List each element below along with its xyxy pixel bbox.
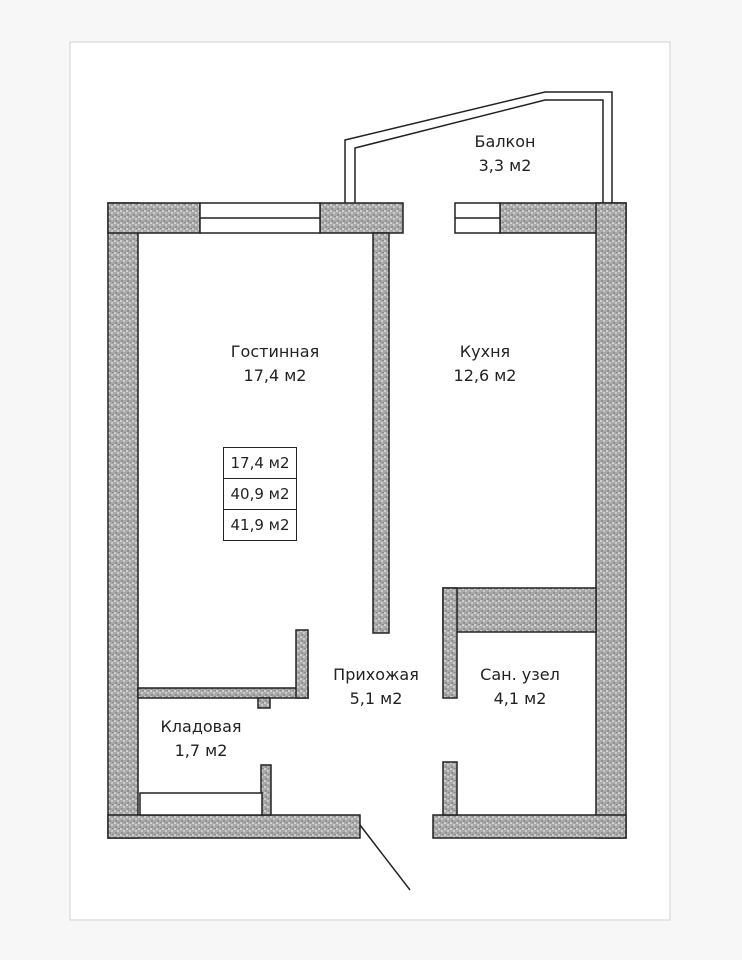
balcony-name: Балкон bbox=[474, 132, 536, 151]
storage-shelf bbox=[139, 792, 263, 816]
area-summary-box: 17,4 м2 40,9 м2 41,9 м2 bbox=[223, 447, 297, 541]
living-room-area: 17,4 м2 bbox=[243, 366, 307, 385]
living-bottom-partition bbox=[137, 687, 309, 699]
drawing-frame bbox=[69, 41, 671, 921]
bottom-wall-left bbox=[107, 814, 361, 839]
living-kitchen-partition bbox=[372, 232, 390, 634]
area-summary-with-balcony: 41,9 м2 bbox=[230, 516, 290, 534]
storage-area: 1,7 м2 bbox=[174, 741, 228, 760]
windows bbox=[199, 202, 501, 234]
storage-post bbox=[257, 697, 271, 709]
storage-door-jamb bbox=[260, 764, 272, 816]
storage-label: Кладовая 1,7 м2 bbox=[145, 715, 257, 763]
top-wall-left bbox=[107, 202, 201, 234]
entrance-door bbox=[359, 824, 411, 891]
kitchen-name: Кухня bbox=[459, 342, 511, 361]
living-room-label: Гостинная 17,4 м2 bbox=[210, 340, 340, 388]
bath-wall-upper bbox=[442, 587, 458, 699]
living-door-jamb bbox=[295, 629, 309, 699]
walls bbox=[107, 202, 627, 839]
kitchen-area: 12,6 м2 bbox=[453, 366, 517, 385]
left-wall bbox=[107, 202, 139, 839]
hall-label: Прихожая 5,1 м2 bbox=[320, 663, 432, 711]
kitchen-label: Кухня 12,6 м2 bbox=[430, 340, 540, 388]
hall-area: 5,1 м2 bbox=[349, 689, 403, 708]
bathroom-area: 4,1 м2 bbox=[493, 689, 547, 708]
top-wall-middle bbox=[319, 202, 404, 234]
bathroom-label: Сан. узел 4,1 м2 bbox=[460, 663, 580, 711]
balcony-area: 3,3 м2 bbox=[478, 156, 532, 175]
living-room-name: Гостинная bbox=[230, 342, 320, 361]
kitchen-bath-wall bbox=[442, 587, 597, 633]
hall-name: Прихожая bbox=[333, 665, 419, 684]
area-summary-total: 40,9 м2 bbox=[224, 479, 296, 510]
bath-wall-lower bbox=[442, 761, 458, 816]
right-wall bbox=[595, 202, 627, 839]
area-summary-living: 17,4 м2 bbox=[224, 448, 296, 479]
bathroom-name: Сан. узел bbox=[480, 665, 560, 684]
bottom-wall-right bbox=[432, 814, 627, 839]
storage-name: Кладовая bbox=[160, 717, 242, 736]
balcony-label: Балкон 3,3 м2 bbox=[450, 130, 560, 178]
balcony-outline bbox=[344, 91, 613, 203]
